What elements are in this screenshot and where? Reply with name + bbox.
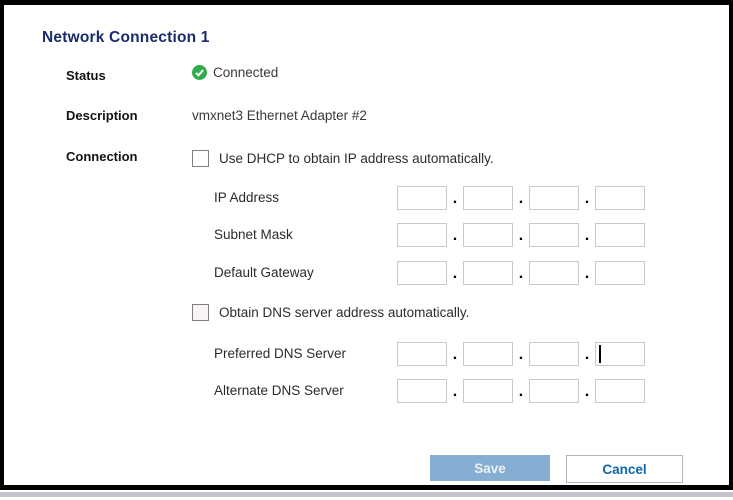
ip-address-octet-4[interactable] [595,186,645,210]
description-value: vmxnet3 Ethernet Adapter #2 [192,108,367,123]
cancel-button[interactable]: Cancel [566,455,683,483]
octet-separator: . [584,383,590,400]
description-label: Description [66,108,138,123]
subnet-mask-octet-4[interactable] [595,223,645,247]
subnet-mask-octet-3[interactable] [529,223,579,247]
ip-address-label: IP Address [214,190,280,205]
octet-separator: . [518,190,524,207]
check-circle-icon [192,65,207,80]
dns-checkbox[interactable] [192,304,209,321]
dhcp-checkbox-label: Use DHCP to obtain IP address automatica… [219,151,494,166]
octet-separator: . [452,190,458,207]
default-gateway-octet-4[interactable] [595,261,645,285]
octet-separator: . [518,265,524,282]
status-value: Connected [192,65,278,80]
ip-address-octets: . . . [397,186,645,210]
ip-address-row: IP Address . . . [4,186,729,210]
dhcp-checkbox-row: Use DHCP to obtain IP address automatica… [192,150,494,167]
default-gateway-octet-1[interactable] [397,261,447,285]
subnet-mask-row: Subnet Mask . . . [4,223,729,247]
default-gateway-label: Default Gateway [214,265,314,280]
alternate-dns-octet-1[interactable] [397,379,447,403]
status-text: Connected [213,65,279,80]
subnet-mask-label: Subnet Mask [214,227,293,242]
text-caret [599,345,601,363]
octet-separator: . [584,265,590,282]
preferred-dns-label: Preferred DNS Server [214,346,347,361]
ip-address-octet-1[interactable] [397,186,447,210]
default-gateway-octet-3[interactable] [529,261,579,285]
subnet-mask-octet-1[interactable] [397,223,447,247]
alternate-dns-octets: . . . [397,379,645,403]
status-label: Status [66,68,106,83]
octet-separator: . [518,383,524,400]
alternate-dns-label: Alternate DNS Server [214,383,344,398]
octet-separator: . [584,346,590,363]
dns-checkbox-label: Obtain DNS server address automatically. [219,305,470,320]
preferred-dns-octet-1[interactable] [397,342,447,366]
preferred-dns-octet-3[interactable] [529,342,579,366]
subnet-mask-octets: . . . [397,223,645,247]
ip-address-octet-2[interactable] [463,186,513,210]
octet-separator: . [584,190,590,207]
ip-address-octet-3[interactable] [529,186,579,210]
preferred-dns-octet-2[interactable] [463,342,513,366]
dns-checkbox-row: Obtain DNS server address automatically. [192,304,469,321]
alternate-dns-octet-4[interactable] [595,379,645,403]
alternate-dns-row: Alternate DNS Server . . . [4,379,729,403]
subnet-mask-octet-2[interactable] [463,223,513,247]
default-gateway-row: Default Gateway . . . [4,261,729,285]
octet-separator: . [452,346,458,363]
page-title: Network Connection 1 [42,29,210,46]
save-button[interactable]: Save [430,455,550,481]
alternate-dns-octet-2[interactable] [463,379,513,403]
octet-separator: . [452,383,458,400]
octet-separator: . [518,346,524,363]
preferred-dns-row: Preferred DNS Server . . . [4,342,729,366]
default-gateway-octet-2[interactable] [463,261,513,285]
connection-label: Connection [66,149,138,164]
bottom-strip [0,492,733,497]
octet-separator: . [452,227,458,244]
octet-separator: . [584,227,590,244]
preferred-dns-octet-4[interactable] [595,342,645,366]
alternate-dns-octet-3[interactable] [529,379,579,403]
octet-separator: . [518,227,524,244]
octet-separator: . [452,265,458,282]
default-gateway-octets: . . . [397,261,645,285]
dhcp-checkbox[interactable] [192,150,209,167]
preferred-dns-octets: . . . [397,342,645,366]
